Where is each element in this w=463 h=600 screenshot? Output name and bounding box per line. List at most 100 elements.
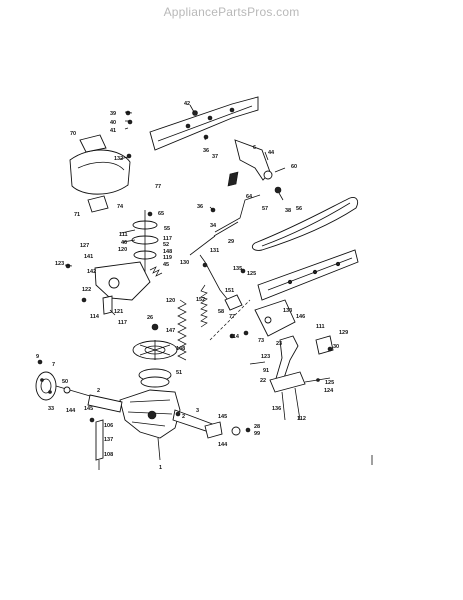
callout-1: 1 <box>159 465 162 471</box>
watermark: AppliancePartsPros.com <box>163 5 300 19</box>
callout-29: 29 <box>228 239 234 245</box>
callout-50: 50 <box>62 379 68 385</box>
callout-111: 111 <box>119 232 128 238</box>
callout-28: 28 <box>254 424 260 430</box>
callout-77: 77 <box>155 184 161 190</box>
callout-131: 131 <box>210 248 219 254</box>
callout-58: 58 <box>218 309 224 315</box>
callout-56: 56 <box>296 206 302 212</box>
callout-41: 41 <box>110 128 116 134</box>
callout-123-left: 123 <box>55 261 64 267</box>
callout-122: 122 <box>82 287 91 293</box>
transaxle <box>87 389 216 461</box>
callout-123-right: 123 <box>261 354 270 360</box>
callout-148-top: 148 <box>163 249 172 255</box>
drive-belt <box>251 197 359 251</box>
leader-lines <box>64 104 286 365</box>
callout-135: 135 <box>233 266 242 272</box>
callout-114-right: 114 <box>230 334 240 340</box>
callout-44: 44 <box>268 150 275 156</box>
callout-42: 42 <box>184 101 190 107</box>
idler-pulley-stack <box>131 210 159 275</box>
idler-bracket <box>94 261 163 315</box>
callout-9: 9 <box>36 354 39 360</box>
callout-33: 33 <box>48 406 54 412</box>
callout-108: 108 <box>104 452 113 458</box>
callout-125-mid: 125 <box>247 271 256 277</box>
callout-57: 57 <box>262 206 268 212</box>
callout-142: 142 <box>87 269 96 275</box>
callout-65: 65 <box>158 211 164 217</box>
shift-rod <box>189 171 261 256</box>
callout-36-mid: 36 <box>197 204 203 210</box>
callout-labels: 70 71 74 39 40 41 42 132 77 36 37 6 44 6… <box>36 101 348 471</box>
callout-120-top: 120 <box>118 247 127 253</box>
callout-73: 73 <box>258 338 264 344</box>
callout-148-mid: 148 <box>176 346 185 352</box>
callout-2-top: 2 <box>97 388 100 394</box>
callout-145-left: 145 <box>84 406 93 412</box>
callout-129: 129 <box>339 330 348 336</box>
callout-144-left: 144 <box>66 408 76 414</box>
callout-77-mid: 77 <box>229 314 235 320</box>
callout-127: 127 <box>80 243 89 249</box>
callout-121: 121 <box>114 309 123 315</box>
callout-2-right: 2 <box>182 414 185 420</box>
left-hub <box>35 371 91 401</box>
callout-40: 40 <box>110 120 116 126</box>
callout-146: 146 <box>296 314 305 320</box>
right-axle <box>204 421 251 439</box>
callout-152: 152 <box>196 297 205 303</box>
callout-130: 130 <box>180 260 189 266</box>
callout-144-right: 144 <box>218 442 228 448</box>
callout-45: 45 <box>163 262 169 268</box>
callout-112: 112 <box>297 416 306 422</box>
callout-119: 119 <box>163 255 172 261</box>
callout-91: 91 <box>263 368 269 374</box>
callout-151: 151 <box>225 288 234 294</box>
callout-39: 39 <box>110 111 116 117</box>
callout-23: 23 <box>276 341 282 347</box>
frame-rail-right <box>257 249 359 301</box>
pivot-arm <box>234 139 282 194</box>
callout-64: 64 <box>246 194 253 200</box>
callout-36-top: 36 <box>203 148 209 154</box>
seat-bracket <box>69 134 131 213</box>
drawbar <box>95 419 104 470</box>
callout-34: 34 <box>210 223 217 229</box>
callout-70: 70 <box>70 131 76 137</box>
callout-60: 60 <box>291 164 297 170</box>
callout-145-right: 145 <box>218 414 227 420</box>
callout-38: 38 <box>285 208 291 214</box>
callout-133: 133 <box>283 308 292 314</box>
callout-51: 51 <box>176 370 182 376</box>
callout-46: 46 <box>121 240 127 246</box>
callout-55: 55 <box>164 226 170 232</box>
callout-99: 99 <box>254 431 260 437</box>
callout-22: 22 <box>260 378 266 384</box>
brake-linkage <box>199 254 296 337</box>
frame-rail-upper <box>149 96 259 151</box>
callout-74: 74 <box>117 204 124 210</box>
callout-147: 147 <box>166 328 175 334</box>
callout-114-left: 114 <box>90 314 100 320</box>
callout-37-top: 37 <box>212 154 218 160</box>
callout-117: 117 <box>163 236 172 242</box>
callout-30: 30 <box>333 344 339 350</box>
callout-111-right: 111 <box>316 324 325 330</box>
callout-106: 106 <box>104 423 113 429</box>
callout-52: 52 <box>163 242 169 248</box>
callout-137: 137 <box>104 437 113 443</box>
clutch-rod <box>304 335 334 383</box>
callout-132: 132 <box>114 156 123 162</box>
callout-141: 141 <box>84 254 93 260</box>
callout-125-right: 125 <box>325 380 334 386</box>
callout-26: 26 <box>147 315 153 321</box>
callout-7: 7 <box>52 362 55 368</box>
callout-3: 3 <box>196 408 199 414</box>
belt-path <box>177 284 251 361</box>
brake-pedal <box>269 335 306 421</box>
callout-124: 124 <box>324 388 334 394</box>
callout-6: 6 <box>253 145 256 151</box>
